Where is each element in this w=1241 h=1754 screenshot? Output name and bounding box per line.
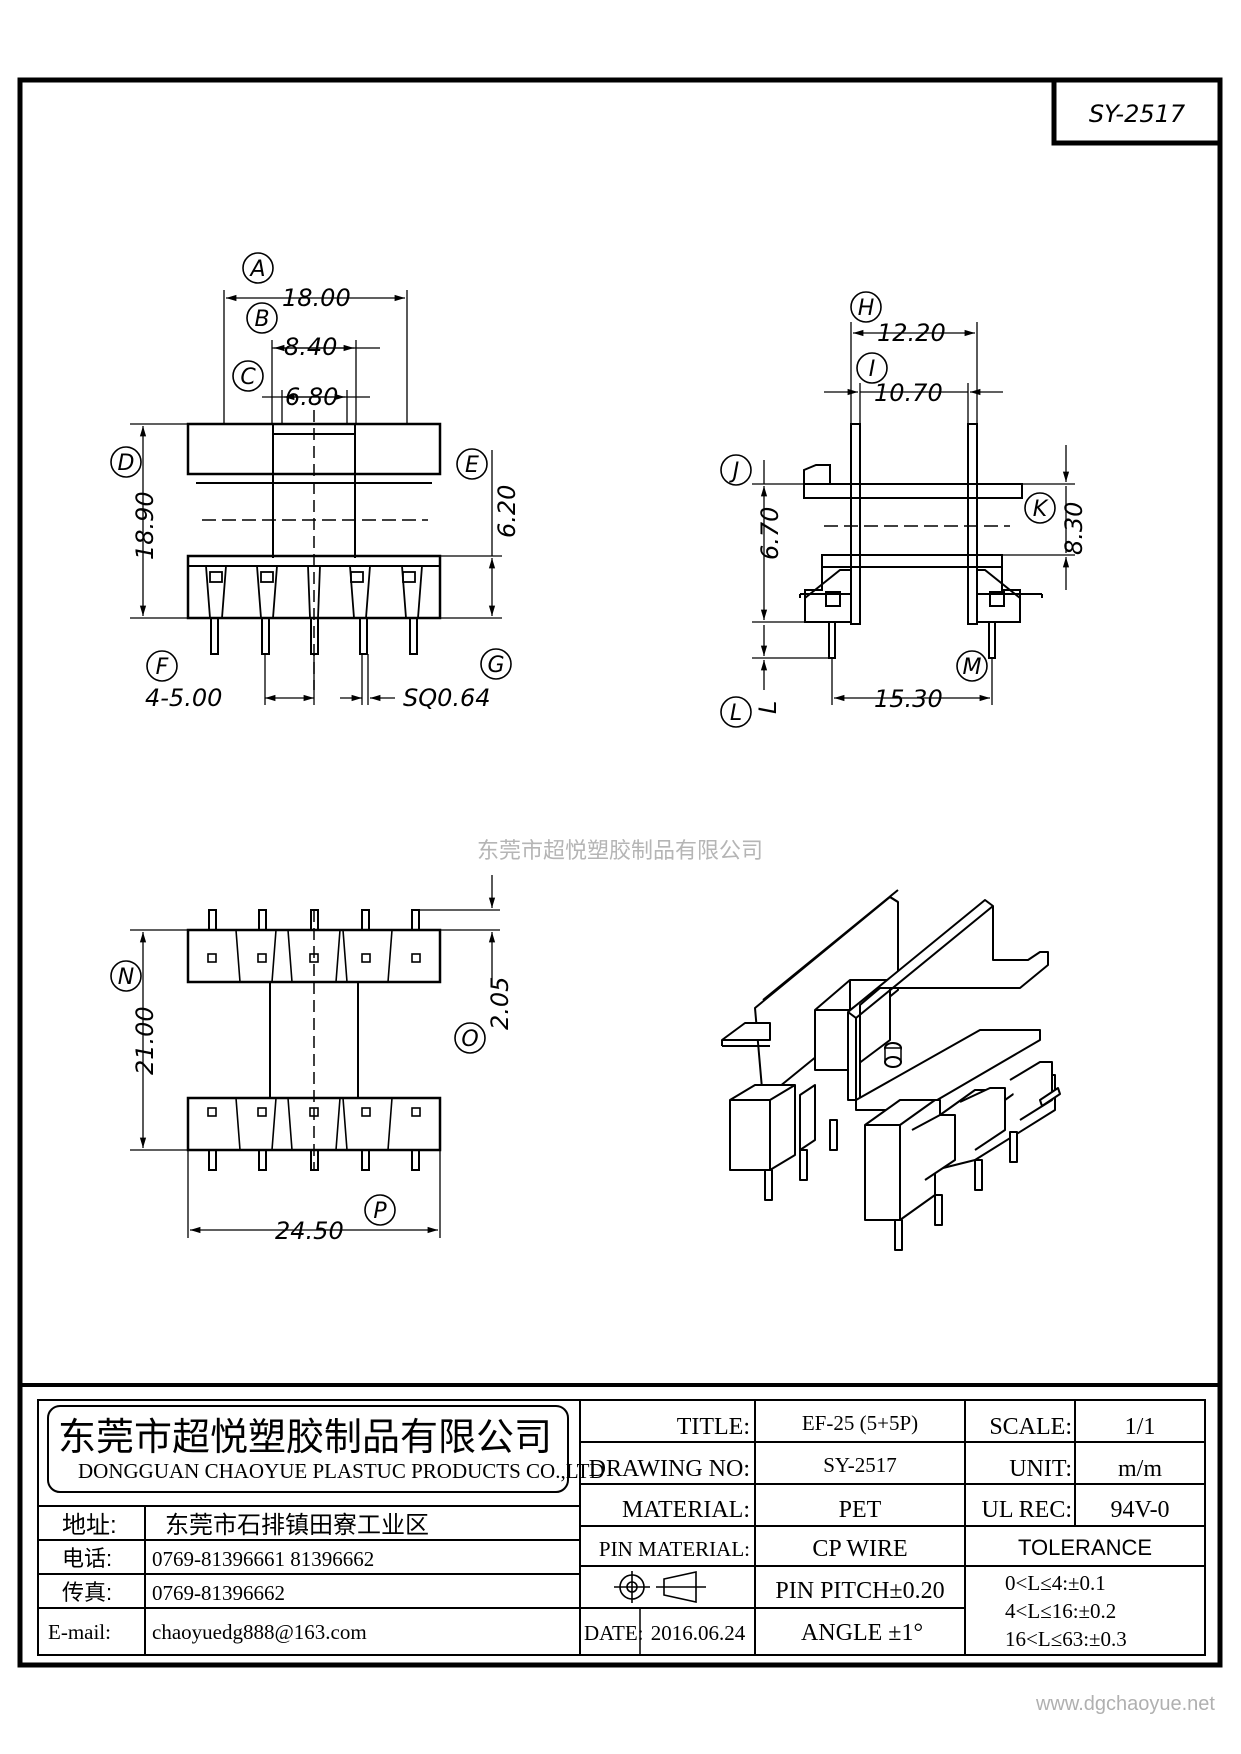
- svg-text:A: A: [248, 257, 265, 282]
- svg-text:O: O: [461, 1027, 478, 1052]
- date-value: 2016.06.24: [651, 1621, 746, 1645]
- projection-symbol: [614, 1571, 706, 1603]
- angle-tolerance: ANGLE ±1°: [801, 1620, 923, 1646]
- svg-text:K: K: [1033, 497, 1049, 522]
- drawing-no-value: SY-2517: [823, 1453, 897, 1477]
- dim-o: 2.05: [486, 977, 514, 1030]
- svg-text:N: N: [118, 965, 134, 990]
- callout-p: P: [364, 1194, 396, 1226]
- bottom-view-labels: 21.00 2.05 24.50 N O P: [110, 960, 514, 1245]
- callout-b: B: [246, 302, 278, 334]
- callout-a: A: [242, 252, 274, 284]
- side-view-labels: 12.20 10.70 6.70 8.30 L 15.30 H I J K L …: [720, 291, 1088, 728]
- svg-text:J: J: [729, 459, 740, 484]
- scale-label: SCALE:: [989, 1414, 1072, 1440]
- dim-l: L: [754, 701, 782, 714]
- dim-e: 6.20: [493, 485, 521, 538]
- callout-l: L: [720, 696, 752, 728]
- svg-text:F: F: [156, 655, 169, 680]
- svg-text:E: E: [465, 453, 479, 478]
- address-value: 东莞市石排镇田寮工业区: [165, 1512, 429, 1539]
- dim-m: 15.30: [874, 685, 943, 713]
- dim-p: 24.50: [275, 1217, 344, 1245]
- tolerance-row-1: 0<L≤4:±0.1: [1005, 1571, 1106, 1595]
- title-block-text: 东莞市超悦塑胶制品有限公司 DONGGUAN CHAOYUE PLASTUC P…: [48, 1411, 1170, 1651]
- material-value: PET: [839, 1497, 882, 1523]
- part-code: SY-2517: [1089, 100, 1186, 128]
- svg-text:L: L: [730, 701, 742, 726]
- callout-i: I: [856, 352, 888, 384]
- scale-value: 1/1: [1125, 1414, 1156, 1440]
- part-code-box: SY-2517: [1051, 77, 1223, 146]
- title-block: [18, 1383, 1222, 1667]
- pin-material-value: CP WIRE: [812, 1536, 907, 1562]
- front-view: [130, 290, 502, 705]
- title-label: TITLE:: [677, 1414, 750, 1440]
- date-label: DATE:: [584, 1621, 644, 1645]
- tolerance-row-2: 4<L≤16:±0.2: [1005, 1599, 1116, 1623]
- unit-label: UNIT:: [1009, 1456, 1072, 1482]
- dim-k: 8.30: [1060, 502, 1088, 555]
- dim-h: 12.20: [877, 319, 946, 347]
- address-label: 地址:: [62, 1512, 117, 1539]
- ul-rec-value: 94V-0: [1110, 1497, 1169, 1523]
- callout-c: C: [232, 360, 264, 392]
- pin-material-label: PIN MATERIAL:: [599, 1537, 750, 1561]
- company-name-en: DONGGUAN CHAOYUE PLASTUC PRODUCTS CO.,LT…: [78, 1459, 605, 1483]
- dim-b: 8.40: [284, 333, 337, 361]
- dim-d: 18.90: [131, 491, 159, 560]
- callout-o: O: [454, 1022, 486, 1054]
- svg-text:M: M: [963, 655, 982, 680]
- drawing-no-label: DRAWING NO:: [589, 1456, 750, 1482]
- callout-n: N: [110, 960, 142, 992]
- isometric-view: [721, 889, 1061, 1251]
- watermark: 东莞市超悦塑胶制品有限公司: [477, 838, 763, 863]
- pin-pitch: PIN PITCH±0.20: [775, 1578, 944, 1604]
- callout-e: E: [456, 448, 488, 480]
- callout-h: H: [850, 291, 882, 323]
- unit-value: m/m: [1118, 1456, 1162, 1482]
- dim-c: 6.80: [285, 383, 338, 411]
- dim-j: 6.70: [756, 507, 784, 560]
- company-name-cn: 东莞市超悦塑胶制品有限公司: [58, 1417, 552, 1459]
- email-value: chaoyuedg888@163.com: [152, 1620, 367, 1644]
- svg-text:P: P: [373, 1199, 387, 1224]
- front-view-labels: 18.00 8.40 6.80 18.90 6.20 4-5.00 SQ0.64…: [110, 252, 521, 712]
- dim-f: 4-5.00: [145, 684, 222, 712]
- email-label: E-mail:: [48, 1620, 111, 1644]
- phone-label: 电话:: [62, 1546, 112, 1571]
- dim-a: 18.00: [282, 284, 351, 312]
- material-label: MATERIAL:: [622, 1497, 750, 1523]
- dim-g: SQ0.64: [403, 684, 491, 712]
- side-view: [752, 322, 1075, 705]
- title-value: EF-25 (5+5P): [802, 1411, 918, 1435]
- svg-text:C: C: [240, 365, 256, 390]
- svg-text:I: I: [869, 357, 876, 382]
- svg-text:D: D: [118, 451, 135, 476]
- svg-text:H: H: [858, 296, 875, 321]
- svg-text:G: G: [487, 653, 504, 678]
- callout-k: K: [1024, 492, 1056, 524]
- phone-value: 0769-81396661 81396662: [152, 1547, 374, 1571]
- callout-j: J: [720, 454, 752, 486]
- callout-d: D: [110, 446, 142, 478]
- fax-value: 0769-81396662: [152, 1581, 285, 1605]
- tolerance-label: TOLERANCE: [1018, 1535, 1152, 1560]
- ul-rec-label: UL REC:: [982, 1497, 1072, 1523]
- fax-label: 传真:: [62, 1580, 112, 1605]
- tolerance-row-3: 16<L≤63:±0.3: [1005, 1627, 1127, 1651]
- callout-f: F: [146, 650, 178, 682]
- svg-text:B: B: [254, 307, 269, 332]
- callout-m: M: [956, 650, 988, 682]
- dim-n: 21.00: [131, 1006, 159, 1075]
- dim-i: 10.70: [874, 379, 943, 407]
- bottom-view: [130, 875, 500, 1238]
- callout-g: G: [480, 648, 512, 680]
- website: www.dgchaoyue.net: [1035, 1693, 1215, 1715]
